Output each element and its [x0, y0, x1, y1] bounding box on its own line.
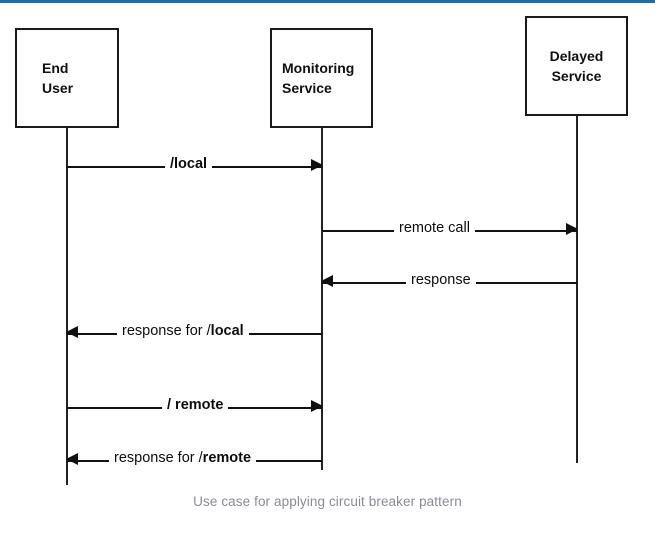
- message-arrow-remote-call: remote call: [322, 218, 578, 242]
- message-label-remote-call: remote call: [394, 218, 475, 238]
- message-label-local-response: response for /local: [117, 321, 249, 341]
- lifeline-monitoring-service: [321, 127, 323, 470]
- message-label-regular: response for /: [122, 323, 211, 339]
- message-arrow-local-response: response for /local: [66, 321, 322, 345]
- top-accent-bar: [0, 0, 655, 3]
- lifeline-delayed-service: [576, 115, 578, 463]
- message-label-regular: response for /: [114, 450, 203, 466]
- message-label-bold: remote: [202, 450, 252, 466]
- message-arrow-remote-request: / remote: [67, 395, 323, 419]
- message-label-bold: / remote: [167, 397, 224, 413]
- message-arrow-remote-final-response: response for /remote: [66, 448, 322, 472]
- message-label-regular: remote call: [399, 220, 470, 236]
- arrowhead-right-icon: [566, 223, 578, 235]
- message-arrow-local-request: /local: [67, 154, 323, 178]
- arrowhead-right-icon: [311, 159, 323, 171]
- arrowhead-left-icon: [66, 326, 78, 338]
- arrowhead-left-icon: [321, 275, 333, 287]
- message-label-local-request: /local: [165, 154, 213, 174]
- participant-label-delayed-service: Delayed Service: [549, 48, 604, 84]
- participant-box-monitoring-service: Monitoring Service: [270, 28, 373, 128]
- arrowhead-left-icon: [66, 453, 78, 465]
- participant-label-monitoring-service: Monitoring Service: [282, 60, 355, 96]
- arrowhead-right-icon: [311, 400, 323, 412]
- message-label-bold: /local: [170, 156, 208, 172]
- message-label-remote-request: / remote: [162, 395, 229, 415]
- participant-box-delayed-service: Delayed Service: [525, 16, 628, 116]
- participant-label-end-user: End User: [42, 60, 74, 96]
- message-label-regular: response: [411, 272, 471, 288]
- message-label-remote-response: response: [406, 270, 476, 290]
- message-label-bold: local: [210, 323, 244, 339]
- lifeline-end-user: [66, 127, 68, 485]
- participant-box-end-user: End User: [15, 28, 119, 128]
- diagram-caption: Use case for applying circuit breaker pa…: [193, 494, 462, 509]
- message-label-remote-final-response: response for /remote: [109, 448, 257, 468]
- message-arrow-remote-response: response: [321, 270, 577, 294]
